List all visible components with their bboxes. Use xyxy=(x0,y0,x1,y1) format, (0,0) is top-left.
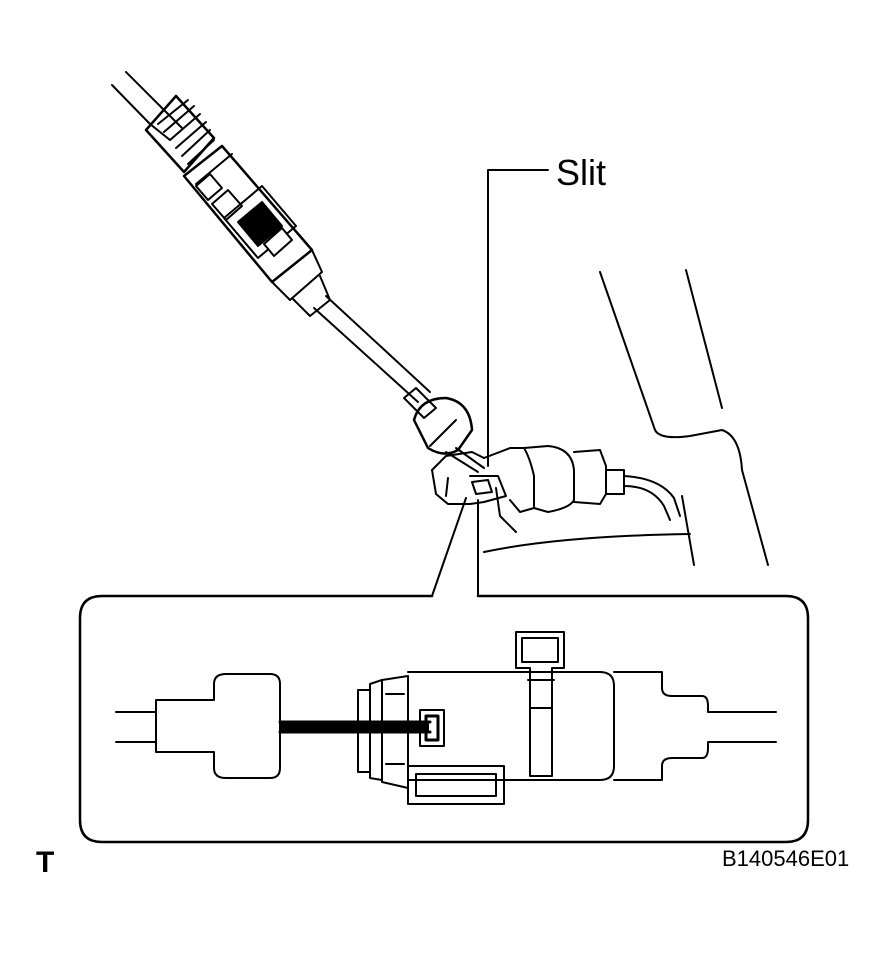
inset-probe-lead xyxy=(280,722,430,732)
inset-left-wire xyxy=(116,674,280,778)
vehicle-body-outline xyxy=(484,270,768,565)
strain-relief-spring xyxy=(146,96,214,172)
corner-mark: T xyxy=(36,846,55,879)
inset-lock-clip xyxy=(516,632,564,776)
inset-bottom-latch xyxy=(408,766,504,804)
wire-harness xyxy=(624,476,680,520)
zoom-callout-lines xyxy=(432,498,478,596)
inset-terminal-slit xyxy=(420,710,444,746)
slit-label: Slit xyxy=(556,152,607,193)
detail-inset-panel xyxy=(80,596,808,842)
probe-tip xyxy=(414,398,484,472)
connector-main-view xyxy=(432,446,624,532)
figure-code: B140546E01 xyxy=(722,846,850,871)
slit-leader-line xyxy=(488,170,548,466)
tester-probe-body xyxy=(184,146,330,316)
probe-shaft xyxy=(314,296,436,418)
probe-cable xyxy=(112,72,182,140)
